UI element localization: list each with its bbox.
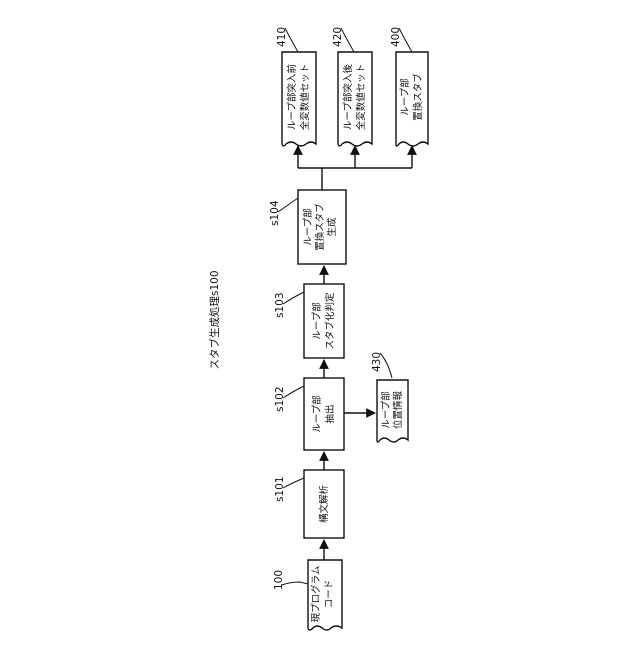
- ref-410: 410: [276, 27, 288, 47]
- node-s101-label: 構文解析: [318, 485, 330, 524]
- ref-420: 420: [332, 27, 344, 47]
- ref-100-leader: [282, 582, 308, 585]
- node-410-line2: 全変数値セット: [299, 64, 311, 131]
- ref-s104: s104: [269, 200, 281, 226]
- node-source-code-line1: 現プログラム: [310, 566, 322, 623]
- ref-100: 100: [273, 570, 285, 590]
- ref-s101: s101: [274, 476, 286, 502]
- ref-s101-leader: [283, 478, 304, 488]
- node-source-code: 現プログラム コード: [308, 560, 342, 630]
- diagram-title: スタブ生成処理s100: [208, 270, 221, 369]
- node-430-location-info: ループ部 位置情報: [377, 380, 408, 442]
- node-s102-extract: ループ部 抽出: [304, 378, 344, 450]
- ref-s102-leader: [283, 386, 304, 398]
- ref-430: 430: [371, 352, 383, 372]
- ref-s103-leader: [283, 292, 304, 304]
- node-s104-generate-stub: ループ部 置換スタブ 生成: [298, 190, 346, 264]
- node-s104-line2: 置換スタブ: [314, 203, 326, 251]
- ref-s102: s102: [274, 386, 286, 412]
- node-410-line1: ループ部突入前: [286, 64, 298, 130]
- node-s103-line2: スタブ化判定: [324, 292, 336, 350]
- node-420-vars-after: ループ部突入後 全変数値セット: [338, 52, 372, 146]
- node-410-vars-before: ループ部突入前 全変数値セット: [282, 52, 316, 146]
- ref-400: 400: [390, 27, 402, 47]
- node-s104-line3: 生成: [326, 217, 338, 237]
- ref-s103: s103: [274, 292, 286, 318]
- node-s101-parse: 構文解析: [304, 470, 344, 538]
- ref-s104-leader: [278, 198, 298, 212]
- node-source-code-line2: コード: [324, 580, 335, 609]
- node-420-line1: ループ部突入後: [342, 64, 354, 130]
- node-400-line2: 置換スタブ: [412, 73, 424, 121]
- node-430-line2: 位置情報: [392, 391, 404, 430]
- node-s104-line1: ループ部: [302, 208, 314, 245]
- node-420-line2: 全変数値セット: [355, 64, 367, 131]
- node-s102-line2: 抽出: [324, 404, 336, 423]
- node-430-line1: ループ部: [380, 391, 392, 428]
- node-s102-line1: ループ部: [311, 395, 323, 432]
- node-400-line1: ループ部: [399, 78, 411, 115]
- node-s103-stub-judge: ループ部 スタブ化判定: [304, 284, 344, 358]
- node-400-replacement-stub: ループ部 置換スタブ: [396, 52, 428, 146]
- node-s103-line1: ループ部: [311, 302, 323, 339]
